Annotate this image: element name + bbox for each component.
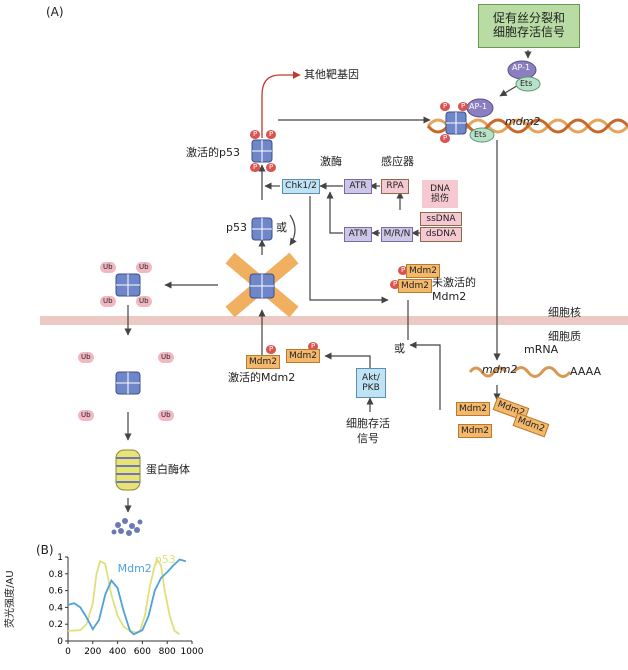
atm-box: ATM <box>344 227 372 242</box>
sensor-heading: 感应器 <box>381 155 414 168</box>
phospho-tag-1: P <box>250 130 261 139</box>
x-tick-label: 800 <box>159 647 176 657</box>
activated-p53-label: 激活的p53 <box>186 146 240 159</box>
phospho-tag-11: P <box>308 342 319 351</box>
ap1-top-label: AP-1 <box>512 63 531 72</box>
arrow-chk-to-inactive <box>309 196 389 304</box>
mdm2-active-box-2: Mdm2 <box>286 349 320 363</box>
y-tick-label: 1 <box>57 553 63 563</box>
ub-tag-7: Ub <box>78 410 94 421</box>
or-label-2: 或 <box>394 342 405 355</box>
y-axis-label: 荧光强度/AU <box>5 570 16 628</box>
polya-label: AAAA <box>570 365 602 378</box>
ssdna-box: ssDNA <box>420 212 462 226</box>
series-label-p53: p53 <box>155 553 176 566</box>
mdm2-inactive-box-1: Mdm2 <box>406 264 440 278</box>
ub-tag-6: Ub <box>158 352 174 363</box>
degraded-peptides-shape <box>111 518 143 536</box>
mrna-wave <box>468 366 572 378</box>
proteasome-shape <box>115 449 141 491</box>
ub-tag-4: Ub <box>136 296 152 307</box>
phospho-tag-3: P <box>250 163 261 172</box>
arrow-p53-cycle <box>289 214 297 246</box>
phospho-tag-4: P <box>266 163 277 172</box>
panel-b-label: (B) <box>36 543 54 557</box>
p53-activated-shape <box>251 139 273 163</box>
mdm2-gene-label: mdm2 <box>505 115 541 128</box>
phospho-tag-7: P <box>440 134 451 143</box>
mdm2-cyto-box-3: Mdm2 <box>458 424 492 438</box>
x-tick-label: 400 <box>109 647 126 657</box>
nucleus-label: 细胞核 <box>548 306 581 319</box>
phospho-tag-10: P <box>266 345 277 354</box>
dna-damage-box: DNA 损伤 <box>422 180 458 208</box>
mdm2-active-box-1: Mdm2 <box>246 355 280 369</box>
y-tick-label: 0 <box>57 637 63 647</box>
y-tick-label: 0.2 <box>49 620 63 630</box>
series-label-mdm2: Mdm2 <box>118 562 152 575</box>
mdm2-cyto-box-1: Mdm2 <box>456 402 490 416</box>
arrow-atm-to-chk <box>326 191 343 234</box>
series-line-p53 <box>67 557 181 636</box>
x-tick-label: 0 <box>65 647 71 657</box>
panel-a-label: (A) <box>46 5 64 19</box>
phospho-tag-5: P <box>440 102 451 111</box>
ub-tag-2: Ub <box>136 262 152 273</box>
arrow-akt-to-mdm2 <box>324 352 371 368</box>
ub-tag-5: Ub <box>78 352 94 363</box>
p53-mdm2-complex-shape <box>225 252 299 318</box>
y-tick-label: 0.8 <box>49 570 64 580</box>
arrow-mrna-mdm2-to-active <box>409 341 441 410</box>
y-tick-label: 0.4 <box>49 603 64 613</box>
ets-gene-shape <box>469 127 495 143</box>
y-tick-label: 0.6 <box>49 587 64 597</box>
mitogenic-signal-box: 促有丝分裂和 细胞存活信号 <box>478 4 580 48</box>
phospho-tag-2: P <box>266 130 277 139</box>
ub-tag-3: Ub <box>100 296 116 307</box>
ub-tag-1: Ub <box>100 262 116 273</box>
mrna-label: mRNA <box>524 343 559 356</box>
x-tick-label: 1000 <box>181 647 204 657</box>
nuclear-membrane <box>40 316 628 325</box>
p53-inactive-shape <box>251 217 273 241</box>
p53-label: p53 <box>226 221 247 234</box>
phospho-tag-6: P <box>458 102 469 111</box>
x-tick-label: 600 <box>134 647 151 657</box>
polyub-p53-shape <box>115 371 141 395</box>
mdm2-mrna-label: mdm2 <box>482 363 518 376</box>
chk12-box: Chk1/2 <box>282 179 320 194</box>
arrow-other-targets <box>261 71 301 138</box>
ets-gene-label: Ets <box>474 130 487 139</box>
ets-top-label: Ets <box>520 79 533 88</box>
mdm2-inactive-box-2: Mdm2 <box>398 279 432 293</box>
survival-signal-label: 细胞存活 信号 <box>346 417 390 446</box>
x-tick-label: 200 <box>84 647 101 657</box>
ap1-gene-label: AP-1 <box>469 102 488 111</box>
cytoplasm-label: 细胞质 <box>548 330 581 343</box>
active-mdm2-label: 激活的Mdm2 <box>228 371 296 384</box>
akt-box: Akt/ PKB <box>356 368 386 398</box>
p53-gene-bound-shape <box>445 111 467 135</box>
ub-tag-8: Ub <box>158 410 174 421</box>
dsdna-box: dsDNA <box>420 227 462 242</box>
mrn-box: M/R/N <box>381 227 413 242</box>
other-targets-label: 其他靶基因 <box>304 68 359 81</box>
ub-p53-shape <box>115 273 141 297</box>
ets-top-shape <box>515 76 541 92</box>
rpa-box: RPA <box>381 179 409 194</box>
inactive-mdm2-label: 未激活的 Mdm2 <box>432 276 476 304</box>
phospho-tag-9: P <box>390 280 401 289</box>
kinase-heading: 激酶 <box>320 155 342 168</box>
atr-box: ATR <box>344 179 372 194</box>
series-line-mdm2 <box>67 558 187 636</box>
or-label: 或 <box>276 221 287 234</box>
proteasome-label: 蛋白酶体 <box>146 463 190 476</box>
phospho-tag-8: P <box>398 266 409 275</box>
